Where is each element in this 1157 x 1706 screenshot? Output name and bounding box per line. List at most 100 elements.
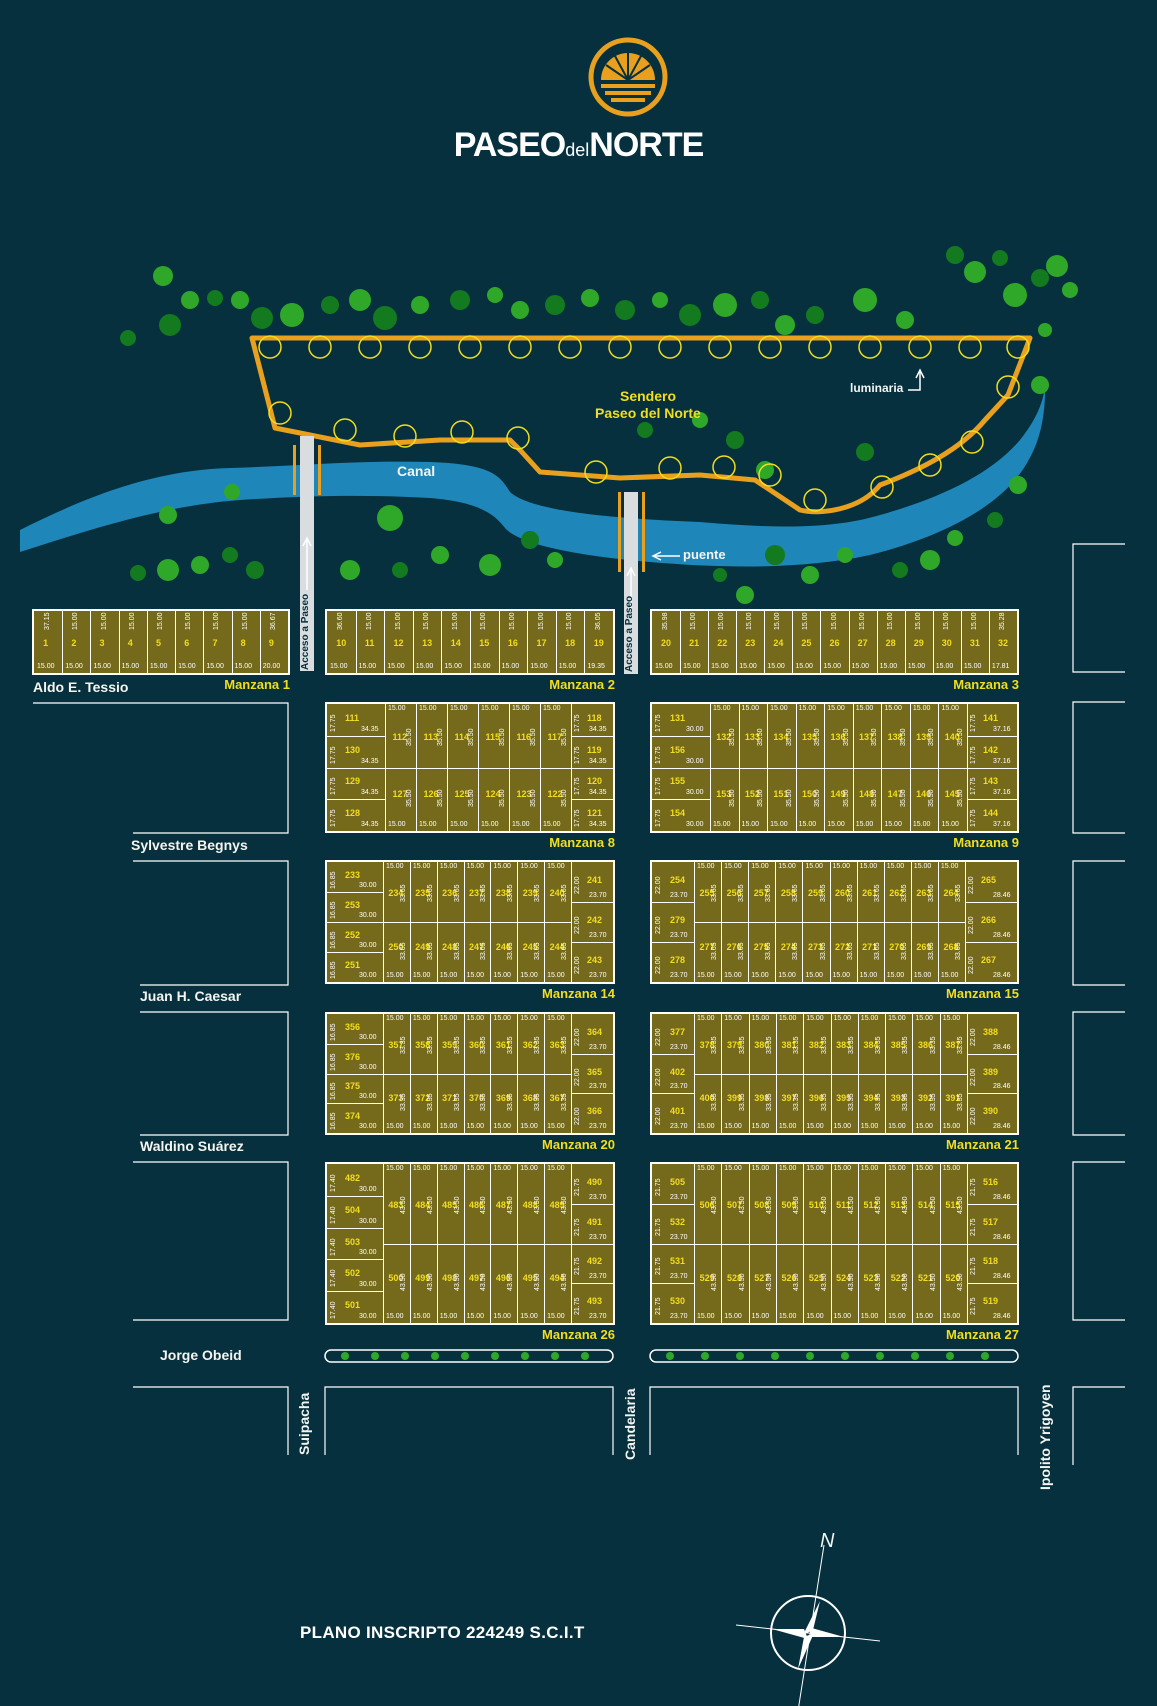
lot-divider: [383, 922, 571, 923]
lot-dimension: 15.00: [806, 1165, 824, 1172]
lot-dimension: 28.46: [993, 1313, 1011, 1320]
lot-divider: [710, 767, 967, 769]
lot-dimension: 15.00: [439, 1313, 458, 1320]
lot-dimension: 35.50: [899, 789, 907, 808]
lot-dimension: 15.00: [93, 663, 111, 670]
lot-divider: [937, 862, 939, 982]
lot-number: 380: [754, 1039, 770, 1050]
lot-dimension: 17.81: [991, 663, 1010, 670]
lot-dimension: 30.00: [359, 882, 377, 889]
lot-dimension: 33.65: [765, 884, 773, 902]
lot-divider: [555, 611, 557, 673]
lot-divider: [544, 862, 546, 982]
lot-number: 145: [944, 789, 960, 800]
lot-number: 244: [549, 942, 565, 952]
lot-number: 264: [943, 888, 959, 898]
lot-dimension: 15.00: [697, 972, 715, 979]
lot-number: 120: [587, 776, 603, 787]
lot-dimension: 17.75: [574, 714, 581, 732]
lot-number: 357: [388, 1039, 404, 1050]
lot-divider: [498, 611, 500, 673]
lot-number: 259: [807, 888, 823, 898]
lot-divider: [988, 611, 990, 673]
lot-divider: [829, 862, 831, 982]
lot-dimension: 15.00: [149, 663, 168, 670]
lot-dimension: 43.50: [453, 1196, 461, 1214]
lot-number: 131: [670, 712, 686, 723]
lot-divider: [118, 611, 120, 673]
lot-dimension: 15.00: [451, 612, 459, 630]
lot-dimension: 43.50: [507, 1273, 515, 1292]
lot-dimension: 15.00: [713, 821, 731, 828]
lot-divider: [764, 611, 766, 673]
lot-dimension: 33.65: [955, 884, 962, 902]
lot-divider: [652, 799, 710, 801]
lot-dimension: 15.00: [830, 612, 838, 630]
lot-dimension: 23.70: [589, 1273, 607, 1281]
lot-dimension: 15.00: [481, 821, 499, 828]
canal-shape: [20, 382, 1045, 567]
lot-number: 518: [983, 1256, 999, 1267]
lot-dimension: 35.50: [814, 789, 822, 808]
lot-dimension: 33.35: [561, 1036, 568, 1054]
lot-dimension: 15.00: [690, 612, 698, 630]
lot-divider: [852, 704, 854, 831]
lot-divider: [967, 1203, 1017, 1205]
lot-divider: [327, 922, 383, 923]
lot-dimension: 15.00: [178, 663, 196, 670]
lot-divider: [327, 1227, 383, 1229]
lot-number: 16: [507, 638, 518, 648]
lot-number: 373: [388, 1093, 404, 1104]
lot-dimension: 15.00: [858, 612, 866, 630]
lot-number: 370: [469, 1093, 485, 1104]
lot-dimension: 33.35: [765, 1036, 773, 1054]
lot-number: 111: [345, 712, 360, 723]
lot-dimension: 15.00: [751, 1313, 770, 1320]
lot-dimension: 23.70: [670, 1313, 688, 1320]
lot-dimension: 15.00: [128, 612, 136, 630]
lot-dimension: 15.00: [697, 1165, 715, 1172]
lot-number: 250: [388, 942, 404, 952]
lot-number: 136: [830, 731, 846, 742]
lot-number: 482: [345, 1172, 361, 1183]
lot-number: 146: [916, 789, 932, 800]
lot-dimension: 21.75: [970, 1178, 977, 1196]
lot-number: 1: [43, 638, 49, 648]
lot-dimension: 30.00: [359, 912, 377, 919]
lot-divider: [965, 902, 1017, 903]
lot-divider: [652, 1243, 694, 1245]
lot-number: 238: [495, 888, 511, 898]
lot-dimension: 15.00: [915, 1015, 933, 1022]
lot-number: 389: [983, 1066, 999, 1077]
lot-dimension: 35.50: [871, 728, 879, 746]
lot-dimension: 43.50: [561, 1273, 568, 1292]
lot-dimension: 35.50: [499, 789, 506, 808]
lot-dimension: 30.00: [359, 972, 377, 979]
lot-dimension: 15.00: [412, 972, 431, 979]
lot-number: 17: [536, 638, 547, 648]
lot-number: 239: [522, 888, 538, 898]
lot-dimension: 33.35: [399, 1036, 407, 1054]
lot-dimension: 35.50: [406, 728, 413, 746]
lot-dimension: 43.50: [738, 1273, 746, 1292]
lot-dimension: 35.50: [785, 728, 793, 746]
lot-divider: [571, 1203, 613, 1205]
lot-dimension: 17.40: [330, 1301, 337, 1320]
lot-divider: [490, 1164, 492, 1323]
lot-dimension: 30.00: [359, 1281, 377, 1289]
lot-dimension: 34.35: [589, 821, 607, 828]
lot-dimension: 15.00: [795, 663, 813, 670]
lot-dimension: 33.65: [561, 884, 568, 902]
lot-divider: [967, 799, 1017, 801]
lot-dimension: 15.00: [855, 821, 874, 828]
lot-number: 378: [699, 1039, 715, 1050]
lot-divider: [517, 862, 519, 982]
lot-number: 126: [423, 789, 439, 800]
lot-number: 127: [392, 789, 408, 800]
lot-number: 492: [587, 1256, 603, 1267]
lot-dimension: 23.70: [670, 1273, 688, 1281]
lot-dimension: 28.46: [993, 932, 1011, 939]
